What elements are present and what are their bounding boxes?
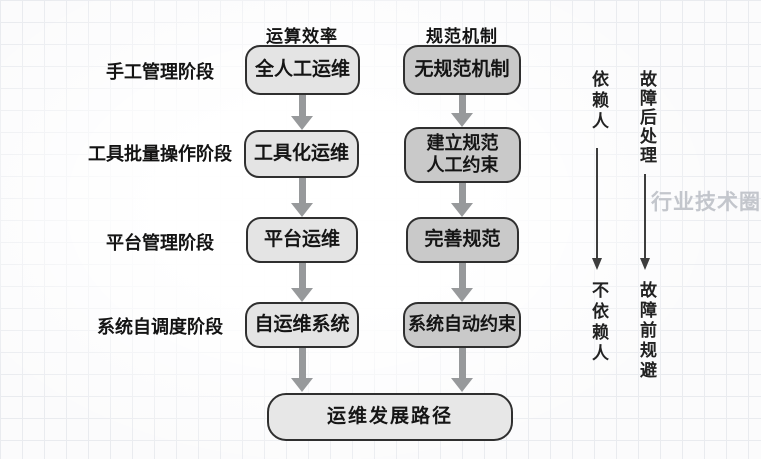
annotation-line-2	[644, 174, 646, 258]
arrow-mech-2-icon	[451, 183, 473, 217]
arrow-eff-1-icon	[291, 95, 313, 130]
annotation-pre-failure-avoidance: 故障前规避	[637, 281, 656, 381]
arrow-mech-1-icon	[451, 95, 473, 127]
node-improve-standard: 完善规范	[406, 217, 519, 263]
annotation-arrowhead-2-icon	[640, 258, 650, 270]
arrow-mech-4-icon	[451, 348, 473, 392]
arrow-eff-4-icon	[291, 348, 313, 392]
column-header-mechanism: 规范机制	[426, 27, 498, 46]
arrow-eff-2-icon	[291, 178, 313, 217]
stage-label-self-scheduling: 系统自调度阶段	[97, 317, 223, 337]
annotation-not-depend-on-people: 不依赖人	[589, 281, 608, 365]
column-header-efficiency: 运算效率	[266, 27, 338, 46]
node-no-standard: 无规范机制	[403, 45, 521, 95]
stage-label-platform: 平台管理阶段	[106, 233, 214, 253]
watermark-text: 行业技术圈	[651, 191, 761, 214]
node-establish-standard: 建立规范 人工约束	[404, 127, 521, 183]
annotation-post-failure-handling: 故障后处理	[637, 70, 656, 165]
node-tool-based-ops: 工具化运维	[244, 130, 359, 178]
stage-label-manual: 手工管理阶段	[106, 62, 214, 82]
node-ops-development-path: 运维发展路径	[267, 393, 513, 441]
annotation-depend-on-people: 依赖人	[589, 70, 608, 133]
arrow-mech-3-icon	[451, 263, 473, 302]
stage-label-tool-batch: 工具批量操作阶段	[88, 144, 232, 164]
node-auto-constraint: 系统自动约束	[403, 302, 521, 348]
node-full-manual-ops: 全人工运维	[245, 45, 360, 95]
annotation-line-1	[596, 148, 598, 258]
node-self-ops-system: 自运维系统	[245, 302, 359, 348]
node-platform-ops: 平台运维	[246, 217, 358, 263]
annotation-arrowhead-1-icon	[592, 258, 602, 270]
arrow-eff-3-icon	[291, 263, 313, 302]
